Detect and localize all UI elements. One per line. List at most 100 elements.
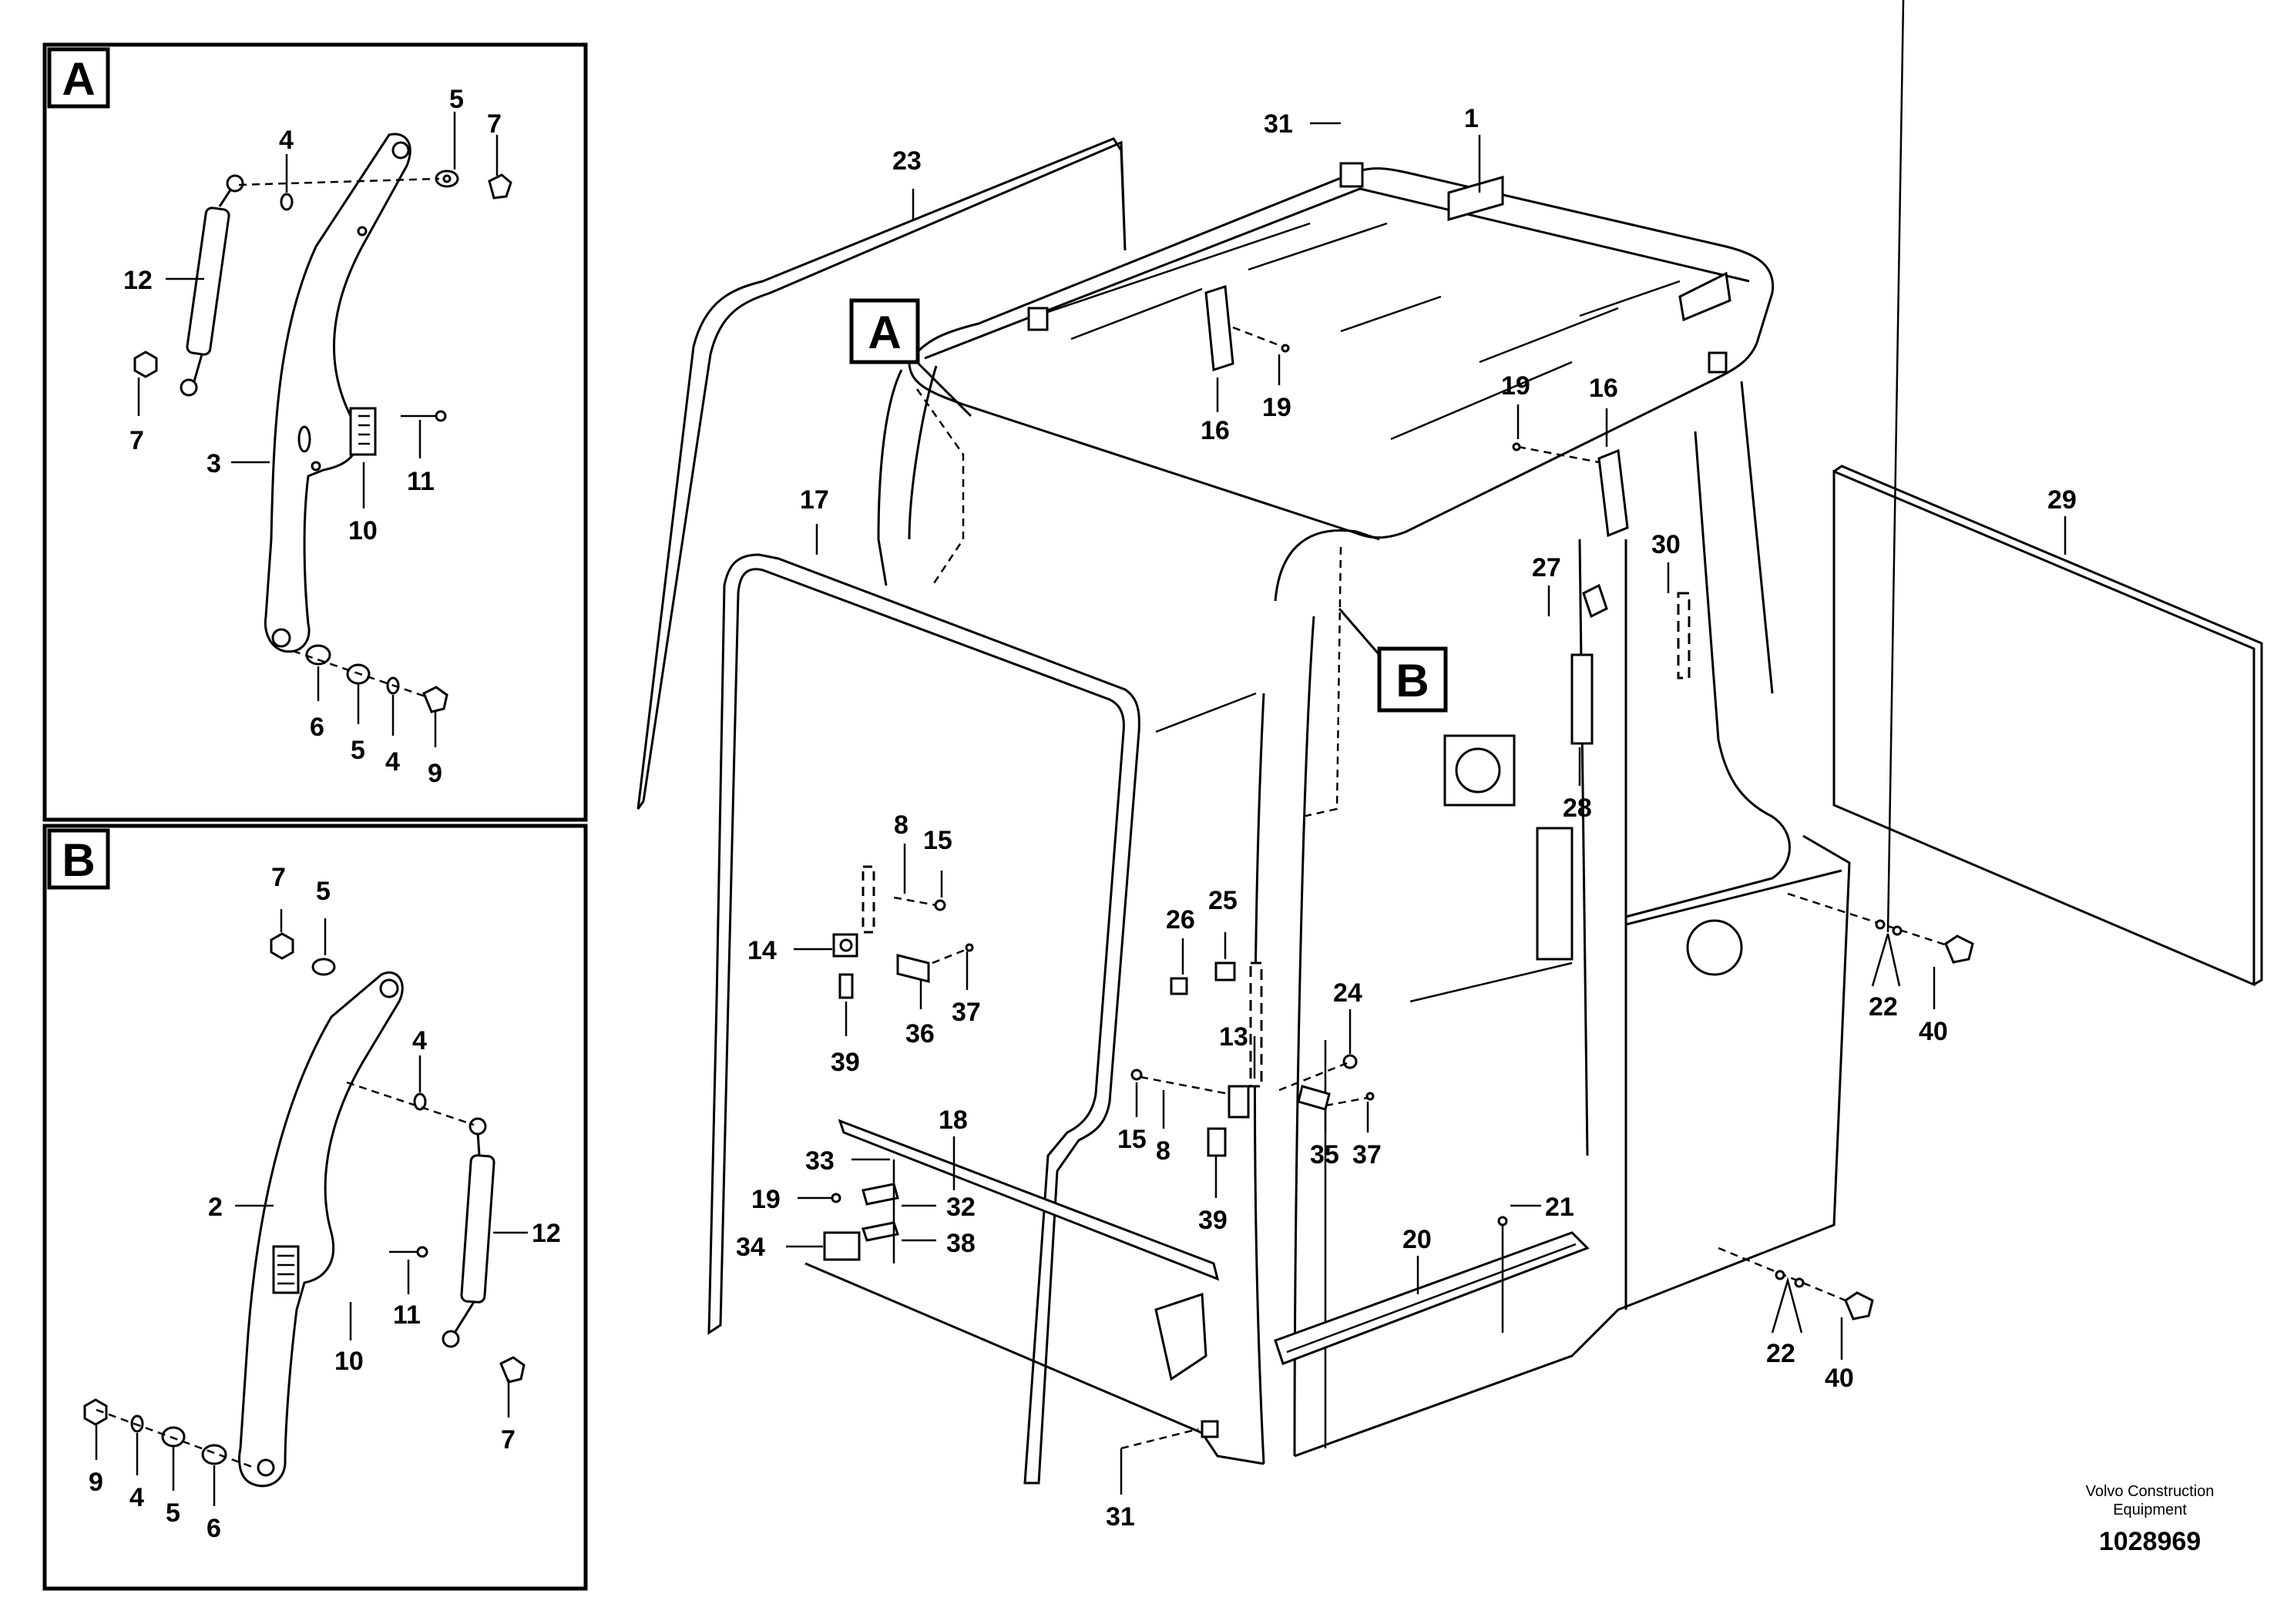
latch-part-28 xyxy=(1570,653,1594,745)
detail-b-panel: B xyxy=(42,824,588,1591)
gas-strut-part-12 xyxy=(180,174,244,397)
washer-6-icon xyxy=(305,644,331,666)
label-20: 20 xyxy=(1402,1225,1432,1254)
bracket-part-39b xyxy=(1207,1127,1227,1157)
label-39a: 39 xyxy=(831,1048,860,1077)
label-26: 26 xyxy=(1166,905,1195,934)
arm-b-pivot-top xyxy=(379,978,399,998)
label-a-6: 6 xyxy=(310,713,324,742)
arm-slot xyxy=(297,425,311,453)
part-31-bottom xyxy=(1201,1420,1219,1438)
washer-b-5-icon xyxy=(311,958,336,976)
vent-round xyxy=(1686,919,1743,976)
bolt-40a-icon xyxy=(1944,934,1974,964)
label-a-11: 11 xyxy=(407,467,435,496)
strip-part-18 xyxy=(838,1119,1220,1281)
latch-b-part-10 xyxy=(272,1245,300,1294)
latch-part-27 xyxy=(1582,583,1608,619)
screw-15b-icon xyxy=(1130,1069,1143,1081)
bracket-part-34 xyxy=(823,1231,861,1261)
label-24: 24 xyxy=(1333,978,1362,1008)
label-21: 21 xyxy=(1545,1193,1574,1222)
callout-b: B xyxy=(1396,655,1429,706)
plate-part-32 xyxy=(862,1183,899,1206)
detail-a-badge-box xyxy=(47,47,110,109)
screw-21-icon xyxy=(1497,1216,1508,1226)
arm-bracket-part-3 xyxy=(264,133,411,653)
nut-b-7-icon xyxy=(270,932,294,960)
label-b-4-bottom: 4 xyxy=(129,1483,144,1512)
nut-b-7-bottom-icon xyxy=(499,1356,526,1384)
label-b-11: 11 xyxy=(393,1300,421,1330)
detail-a-badge: A xyxy=(62,53,95,105)
label-b-12: 12 xyxy=(532,1219,561,1248)
drawing-number: 1028969 xyxy=(2099,1527,2201,1556)
label-22b: 22 xyxy=(1766,1339,1795,1368)
label-19b: 19 xyxy=(1501,371,1530,401)
screw-15a-icon xyxy=(934,899,946,911)
seal-strip-8a xyxy=(862,865,875,934)
label-32: 32 xyxy=(946,1193,976,1222)
label-a-12: 12 xyxy=(123,266,153,295)
screw-19b-icon xyxy=(1512,442,1521,451)
label-8a: 8 xyxy=(894,810,909,840)
label-b-6: 6 xyxy=(207,1514,221,1543)
label-14: 14 xyxy=(747,936,777,965)
label-b-7-bottom: 7 xyxy=(501,1425,516,1455)
label-27: 27 xyxy=(1532,553,1561,582)
nut-7-icon xyxy=(488,173,512,200)
label-29: 29 xyxy=(2047,485,2077,515)
washer-b-6-icon xyxy=(201,1444,227,1465)
label-30: 30 xyxy=(1651,530,1681,559)
label-a-5-bottom: 5 xyxy=(351,736,365,765)
label-1: 1 xyxy=(1464,104,1479,133)
label-b-5-bottom: 5 xyxy=(166,1498,180,1528)
callout-b-box xyxy=(1377,646,1448,713)
washer-b-4-bottom-icon xyxy=(130,1414,144,1433)
door-seal-part-17 xyxy=(707,553,1140,1485)
company-line-1: Volvo Construction xyxy=(2086,1483,2215,1500)
label-a-10: 10 xyxy=(348,516,378,545)
bracket-part-1 xyxy=(1447,176,1504,221)
arm-pivot-hole-top xyxy=(391,141,410,159)
label-35: 35 xyxy=(1310,1140,1339,1169)
part-25 xyxy=(1214,961,1236,981)
label-b-4: 4 xyxy=(412,1026,427,1055)
label-16a: 16 xyxy=(1201,416,1230,445)
label-15a: 15 xyxy=(923,826,952,855)
label-37b: 37 xyxy=(1352,1140,1382,1169)
label-a-9: 9 xyxy=(428,759,442,788)
label-b-10: 10 xyxy=(334,1347,364,1376)
label-36: 36 xyxy=(905,1019,935,1049)
label-b-2: 2 xyxy=(208,1193,223,1222)
plate-part-38 xyxy=(862,1221,899,1242)
screw-19c-icon xyxy=(831,1193,841,1203)
label-25: 25 xyxy=(1208,886,1238,915)
detail-b-badge: B xyxy=(62,834,95,886)
bracket-part-39a xyxy=(838,973,854,999)
bolt-b-9-icon xyxy=(83,1398,108,1426)
bracket-part-16a xyxy=(1204,285,1234,371)
cab-left-pillar xyxy=(877,365,938,586)
company-line-2: Equipment xyxy=(2113,1502,2187,1518)
cab-roof xyxy=(908,167,1775,539)
arm-bracket-part-2 xyxy=(238,971,404,1488)
detail-a-panel: A xyxy=(42,42,588,822)
bolt-40b-icon xyxy=(1844,1291,1874,1320)
label-b-5: 5 xyxy=(316,877,331,906)
part-26 xyxy=(1170,977,1188,995)
label-38: 38 xyxy=(946,1229,976,1258)
detail-b-badge-box xyxy=(47,828,110,890)
part-31-top xyxy=(1339,162,1364,188)
nut-24-icon xyxy=(1342,1054,1358,1069)
label-31-top: 31 xyxy=(1264,109,1293,139)
label-a-4-bottom: 4 xyxy=(385,747,400,777)
callout-a: A xyxy=(868,307,901,358)
label-a-4: 4 xyxy=(279,126,294,155)
arm-b-pivot-bottom xyxy=(257,1458,275,1477)
label-b-9: 9 xyxy=(89,1468,103,1497)
label-23: 23 xyxy=(892,146,922,176)
seal-strip-13 xyxy=(1249,961,1263,1088)
